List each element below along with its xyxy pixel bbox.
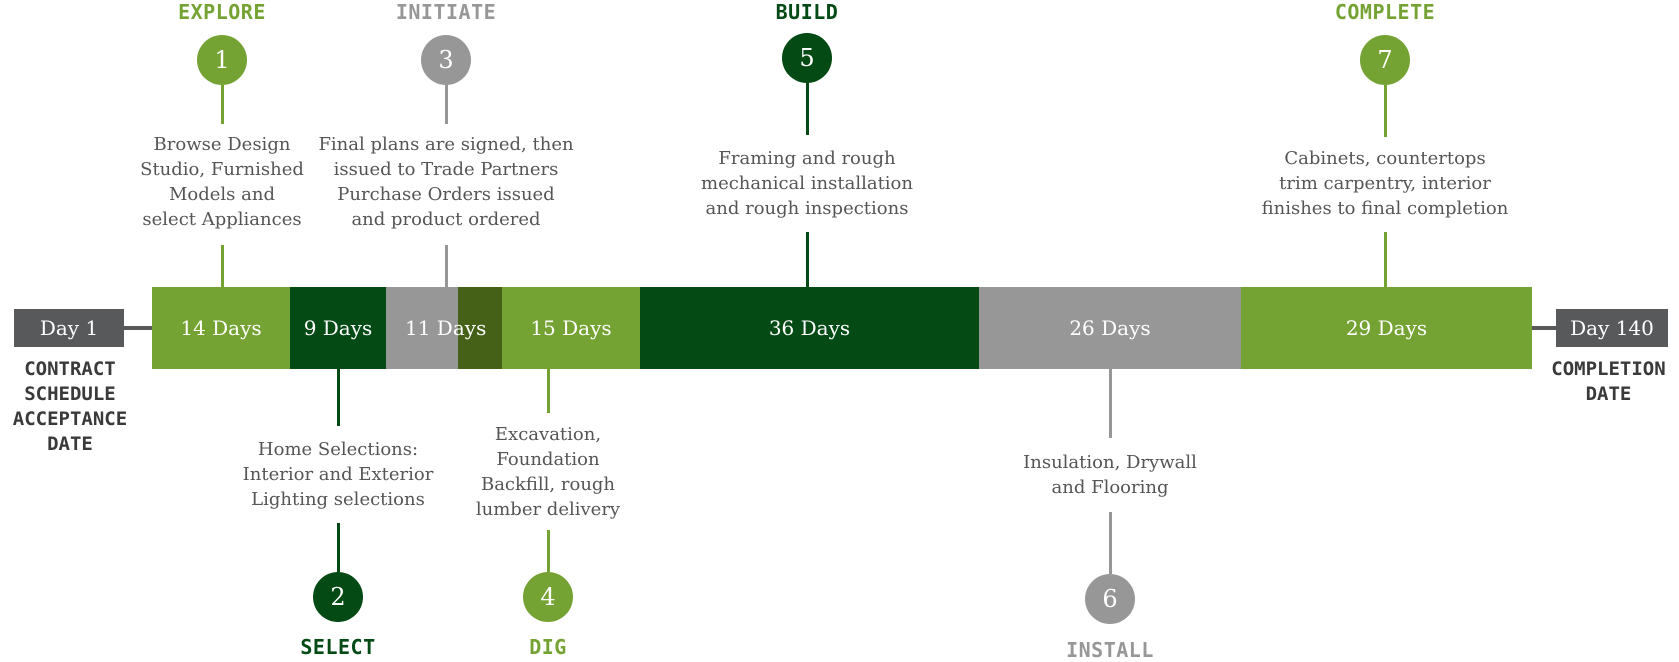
start-label-line: DATE bbox=[47, 433, 93, 455]
timeline-segment: 29 Days bbox=[1241, 287, 1532, 369]
phase-description-line: Foundation bbox=[496, 449, 600, 470]
phase-number-circle: 4 bbox=[523, 572, 573, 622]
segment-duration: 9 Days bbox=[303, 316, 373, 340]
phase-connector-line bbox=[805, 83, 809, 135]
phase-connector-line bbox=[444, 85, 448, 124]
start-label-line: CONTRACT bbox=[24, 358, 116, 380]
segment-duration: 29 Days bbox=[1345, 316, 1428, 340]
phase-connector-line bbox=[220, 245, 224, 287]
timeline-segment: 26 Days bbox=[979, 287, 1241, 369]
start-day-box: Day 1 bbox=[14, 309, 124, 347]
phase-title: INITIATE bbox=[395, 0, 497, 24]
phase-description-line: lumber delivery bbox=[475, 499, 621, 520]
start-label-line: SCHEDULE bbox=[24, 383, 116, 405]
phase-description: Framing and rough mechanical installation… bbox=[687, 146, 927, 221]
timeline-segment: 9 Days bbox=[290, 287, 386, 369]
phase-number-circle: 2 bbox=[313, 572, 363, 622]
phase-description-line: select Appliances bbox=[142, 209, 302, 230]
timeline-segment bbox=[458, 287, 502, 369]
phase-description-line: Framing and rough bbox=[718, 148, 896, 169]
phase-description-line: trim carpentry, interior bbox=[1279, 173, 1491, 194]
end-label-line: DATE bbox=[1585, 383, 1632, 405]
phase-connector-line bbox=[1108, 512, 1112, 574]
phase-description-line: Studio, Furnished bbox=[140, 159, 304, 180]
end-day-box: Day 140 bbox=[1556, 309, 1668, 347]
phase-number-circle: 3 bbox=[421, 35, 471, 85]
segment-duration: 11 Days bbox=[405, 316, 487, 340]
phase-connector-line bbox=[336, 369, 340, 426]
phase-title: SELECT bbox=[300, 635, 376, 659]
phase-connector-line bbox=[805, 232, 809, 287]
phase-title: DIG bbox=[529, 635, 567, 659]
start-label: CONTRACT SCHEDULE ACCEPTANCE DATE bbox=[0, 357, 140, 457]
phase-description: Cabinets, countertops trim carpentry, int… bbox=[1250, 146, 1520, 221]
phase-description-line: Models and bbox=[168, 184, 275, 205]
phase-description-line: and product ordered bbox=[351, 209, 541, 230]
phase-number-circle: 1 bbox=[197, 35, 247, 85]
phase-description-line: and Flooring bbox=[1051, 477, 1169, 498]
timeline-segment: 15 Days bbox=[502, 287, 640, 369]
start-label-line: ACCEPTANCE bbox=[12, 408, 128, 430]
phase-description-line: Browse Design bbox=[153, 134, 291, 155]
segment-duration: 14 Days bbox=[180, 316, 262, 340]
start-connector bbox=[124, 326, 154, 330]
phase-connector-line bbox=[1108, 369, 1112, 438]
phase-description-line: Purchase Orders issued bbox=[337, 184, 555, 205]
phase-description-line: Excavation, bbox=[494, 424, 602, 445]
phase-connector-line bbox=[336, 523, 340, 572]
phase-connector-line bbox=[546, 369, 550, 413]
phase-connector-line bbox=[546, 530, 550, 572]
segment-duration: 36 Days bbox=[768, 316, 851, 340]
timeline-segment: 36 Days bbox=[640, 287, 979, 369]
phase-connector-line bbox=[220, 85, 224, 124]
phase-description: Insulation, Drywall and Flooring bbox=[1005, 450, 1215, 500]
end-connector bbox=[1532, 326, 1556, 330]
timeline-segment: 14 Days bbox=[152, 287, 290, 369]
segment-duration: 26 Days bbox=[1069, 316, 1151, 340]
end-label: COMPLETION DATE bbox=[1538, 357, 1679, 407]
phase-description-line: Backfill, rough bbox=[480, 474, 616, 495]
phase-description-line: Lighting selections bbox=[251, 489, 425, 510]
phase-description: Final plans are signed, then issued to Tr… bbox=[311, 132, 581, 232]
phase-title: EXPLORE bbox=[178, 0, 266, 24]
phase-description-line: Final plans are signed, then bbox=[318, 134, 574, 155]
phase-title: COMPLETE bbox=[1334, 0, 1436, 24]
phase-number-circle: 7 bbox=[1360, 35, 1410, 85]
phase-description-line: and rough inspections bbox=[705, 198, 909, 219]
end-label-line: COMPLETION bbox=[1551, 358, 1666, 380]
timeline-segment bbox=[386, 287, 458, 369]
phase-description-line: Cabinets, countertops bbox=[1284, 148, 1486, 169]
phase-description-line: finishes to final completion bbox=[1261, 198, 1509, 219]
phase-connector-line bbox=[444, 245, 448, 287]
segment-duration: 15 Days bbox=[530, 316, 612, 340]
phase-description-line: issued to Trade Partners bbox=[333, 159, 559, 180]
phase-description-line: Interior and Exterior bbox=[242, 464, 434, 485]
phase-number-circle: 6 bbox=[1085, 574, 1135, 624]
phase-description-line: mechanical installation bbox=[701, 173, 913, 194]
phase-connector-line bbox=[1383, 232, 1387, 287]
phase-number-circle: 5 bbox=[782, 33, 832, 83]
phase-title: BUILD bbox=[775, 0, 839, 24]
phase-connector-line bbox=[1383, 85, 1387, 137]
phase-description-line: Home Selections: bbox=[257, 439, 419, 460]
phase-title: INSTALL bbox=[1066, 638, 1154, 662]
phase-description-line: Insulation, Drywall bbox=[1023, 452, 1197, 473]
